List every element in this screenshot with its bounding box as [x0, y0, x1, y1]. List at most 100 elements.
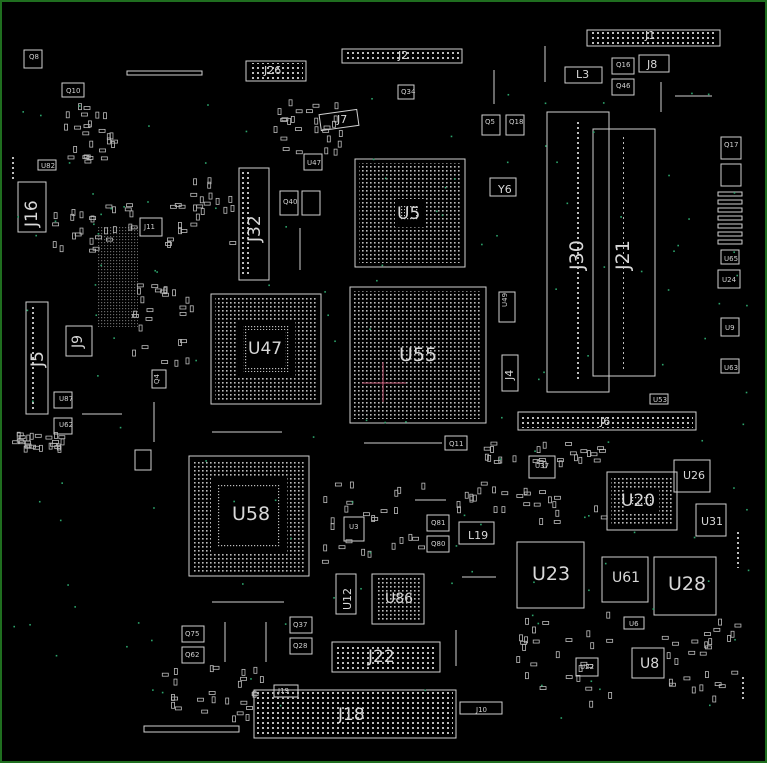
via	[67, 584, 69, 586]
via	[97, 232, 100, 235]
label-Y6: Y6	[498, 183, 512, 196]
passive-pad	[580, 449, 588, 454]
label-J8: J8	[647, 58, 658, 71]
connector-J32	[238, 167, 270, 281]
passive-pad	[78, 103, 82, 111]
passive-pad	[536, 446, 541, 453]
passive-pad	[193, 178, 197, 186]
label-Q8: Q8	[29, 53, 39, 61]
via	[381, 264, 384, 267]
part-U6	[623, 616, 645, 630]
chip-U58-outline	[188, 455, 310, 577]
passive-pad	[215, 197, 220, 205]
passive-pad	[60, 438, 65, 446]
via	[92, 193, 94, 195]
via	[119, 426, 122, 429]
passive-pad	[129, 210, 134, 218]
label-J2: J2	[398, 49, 409, 62]
passive-pad	[209, 665, 214, 673]
passive-pad	[212, 665, 220, 670]
via	[701, 439, 704, 442]
connector-J26-outline	[245, 60, 307, 82]
via	[100, 264, 102, 267]
passive-pad	[578, 665, 583, 672]
via	[566, 202, 569, 205]
label-Q34: Q34	[401, 88, 416, 96]
passive-pad	[538, 457, 546, 462]
chip-U5-outline	[354, 158, 466, 268]
label-U20: U20	[621, 491, 656, 511]
via	[61, 482, 63, 484]
passive-pad	[81, 112, 88, 117]
passive-pad	[333, 148, 338, 156]
via	[245, 130, 248, 133]
passive-pad	[112, 206, 116, 214]
passive-pad	[493, 506, 498, 514]
part-Q17b	[720, 163, 742, 187]
via	[733, 487, 735, 489]
label-U47: U47	[248, 339, 283, 359]
label-J16: J16	[22, 200, 42, 227]
label-U65: U65	[724, 255, 739, 263]
passive-pad	[174, 359, 179, 367]
passive-pad	[199, 196, 204, 204]
passive-pad	[161, 672, 169, 677]
label-J10: J10	[476, 706, 487, 714]
via	[556, 161, 558, 164]
part-U22	[575, 657, 599, 677]
dimm-slot-J30	[546, 111, 610, 393]
passive-pad	[600, 515, 608, 520]
via	[691, 92, 693, 95]
passive-pad	[516, 494, 524, 498]
chip-U31	[695, 503, 727, 537]
chip-U23	[516, 541, 585, 609]
via	[29, 623, 31, 626]
label-U9: U9	[725, 324, 735, 332]
via	[156, 271, 158, 273]
part-Q80	[426, 535, 450, 553]
passive-pad	[734, 623, 742, 628]
passive-pad	[525, 617, 529, 625]
passive-pad	[240, 676, 247, 681]
label-U47-small: U47	[307, 159, 322, 167]
passive-pad	[171, 701, 175, 709]
passive-pad	[232, 715, 236, 723]
passive-pad	[65, 111, 70, 119]
passive-pad	[179, 305, 187, 310]
passive-pad	[555, 651, 560, 659]
label-J1: J1	[645, 29, 656, 42]
passive-pad	[32, 445, 40, 450]
passive-pad	[391, 542, 396, 550]
via	[652, 608, 655, 610]
part-Q40b	[301, 190, 321, 216]
label-J21: J21	[612, 240, 634, 270]
passive-pad	[280, 118, 288, 122]
via	[534, 450, 536, 452]
via	[40, 114, 42, 117]
passive-pad	[252, 690, 257, 698]
via	[290, 537, 292, 540]
passive-pad	[713, 627, 721, 632]
passive-pad	[492, 486, 496, 494]
passive-pad	[111, 141, 115, 148]
via	[733, 192, 736, 194]
via	[453, 178, 456, 180]
passive-pad	[163, 287, 168, 295]
passive-pad	[95, 111, 100, 119]
connector-J6-pins	[521, 414, 693, 428]
via	[590, 680, 593, 683]
label-U86: U86	[385, 591, 414, 607]
passive-pad	[74, 125, 81, 130]
connector-J10	[459, 701, 503, 715]
via	[123, 206, 125, 208]
passive-pad	[54, 445, 62, 450]
via	[707, 93, 710, 96]
passive-pad	[259, 676, 264, 683]
passive-pad	[490, 441, 498, 446]
passive-pad	[312, 103, 320, 108]
via	[693, 536, 696, 539]
via	[501, 416, 503, 419]
passive-pad	[421, 482, 426, 490]
label-Q11: Q11	[449, 440, 464, 448]
